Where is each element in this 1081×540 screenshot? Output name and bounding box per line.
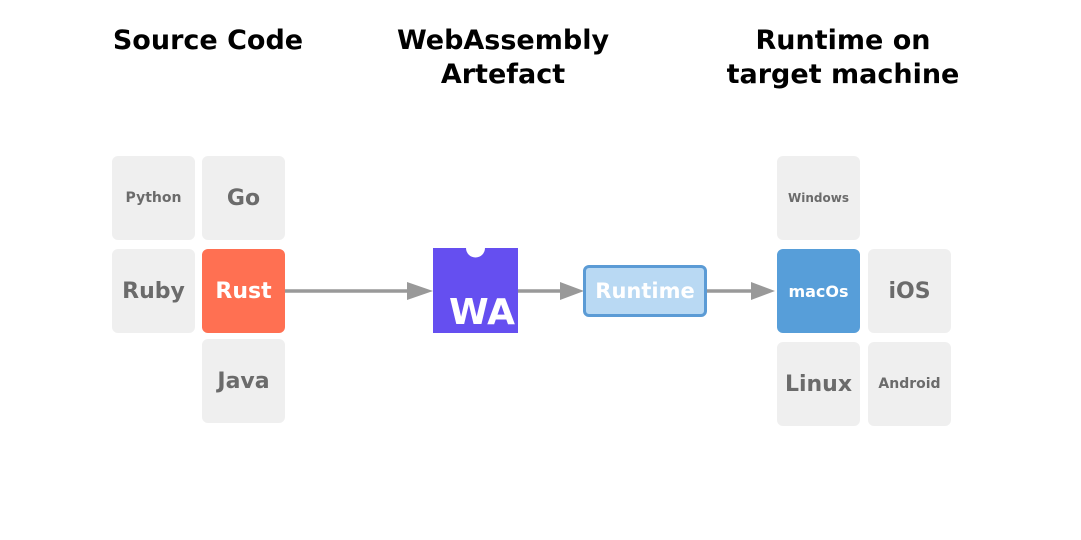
tile-windows: Windows	[777, 156, 860, 240]
heading-source-code: Source Code	[112, 25, 304, 56]
arrow-wasm-to-runtime	[518, 282, 584, 300]
runtime-box: Runtime	[583, 265, 707, 317]
tile-macos: macOs	[777, 249, 860, 333]
arrow-runtime-to-macos	[707, 282, 775, 300]
webassembly-logo-icon: WA	[433, 248, 518, 333]
heading-webassembly-artefact: WebAssembly Artefact	[396, 25, 610, 90]
tile-ios: iOS	[868, 249, 951, 333]
tile-go: Go	[202, 156, 285, 240]
arrow-rust-to-wasm	[285, 282, 433, 300]
tile-rust: Rust	[202, 249, 285, 333]
tile-linux: Linux	[777, 342, 860, 426]
heading-runtime-target: Runtime on target machine	[726, 25, 960, 90]
tile-java: Java	[202, 339, 285, 423]
tile-ruby: Ruby	[112, 249, 195, 333]
tile-python: Python	[112, 156, 195, 240]
tile-android: Android	[868, 342, 951, 426]
wasm-logo-text: WA	[449, 292, 515, 333]
